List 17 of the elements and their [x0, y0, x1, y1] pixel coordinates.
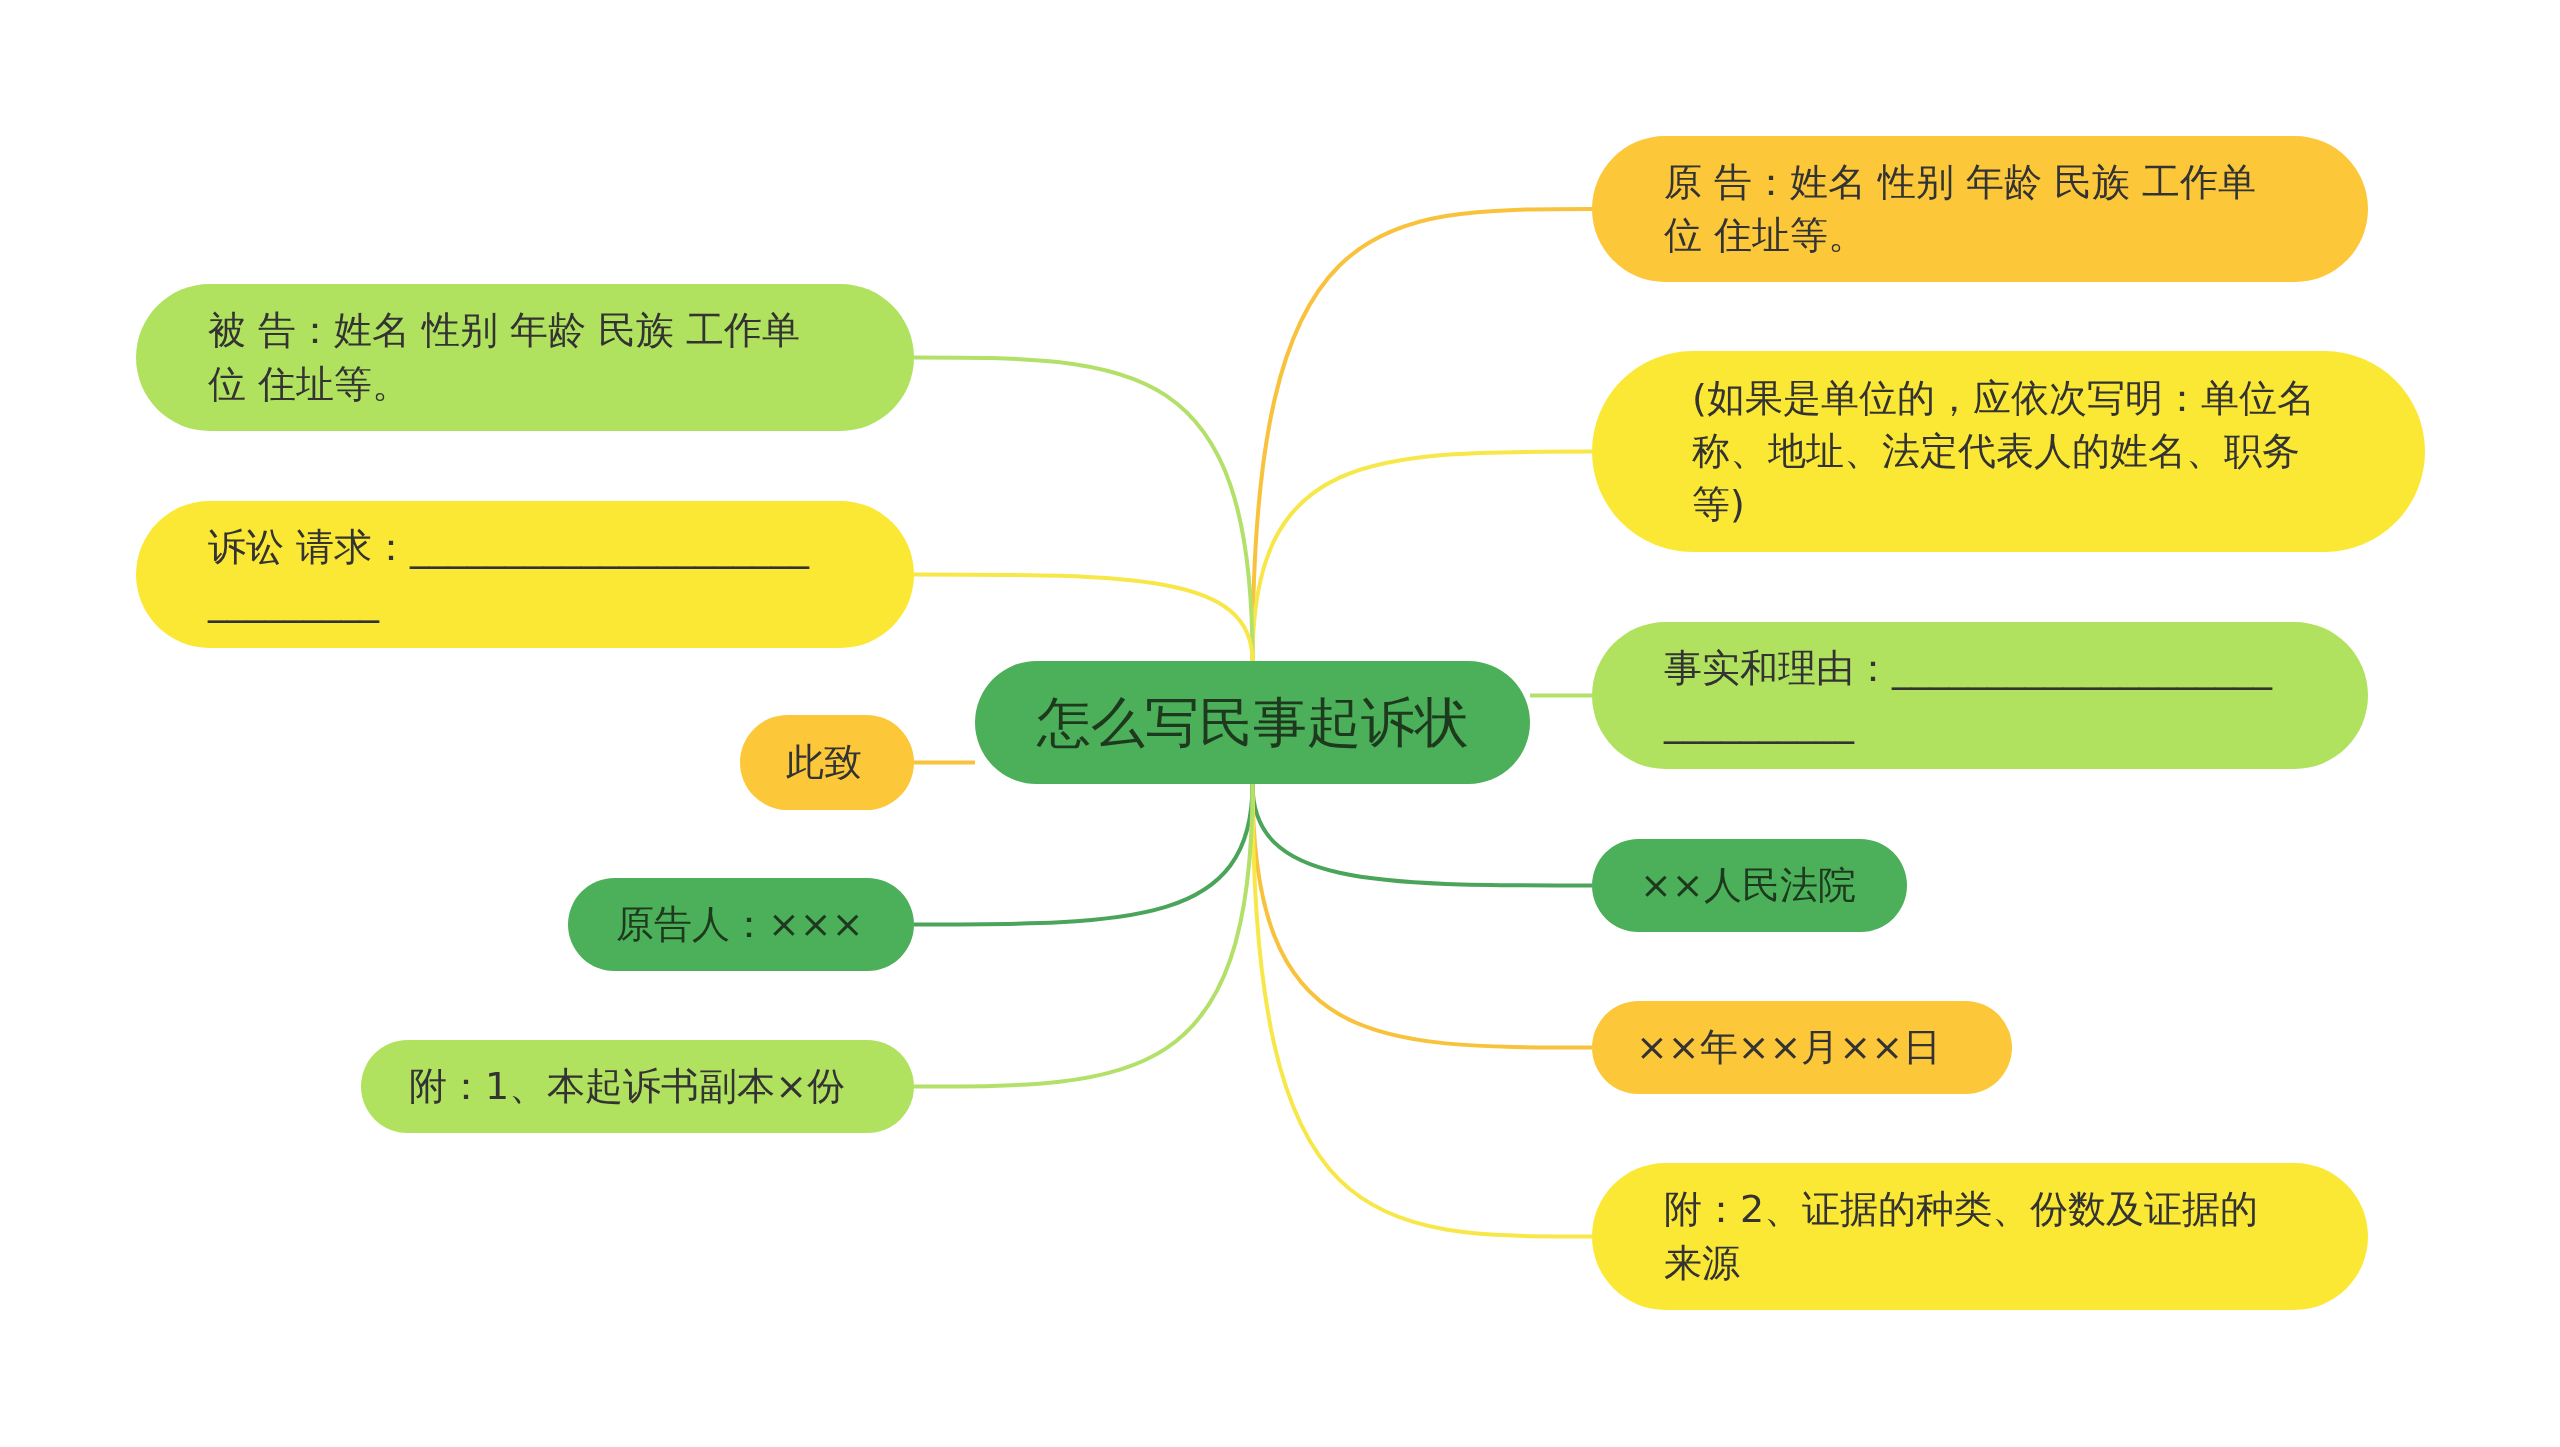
topic-text: 怎么写民事起诉状 [1036, 689, 1469, 756]
topic-text: 诉讼 请求：_____________________ _________ [208, 524, 811, 625]
connector-line [1250, 783, 1592, 1239]
topic-text: 事实和理由：____________________ __________ [1664, 645, 2274, 746]
topic-text: 附：2、证据的种类、份数及证据的来源 [1664, 1186, 2260, 1287]
topic-text: ××年××月××日 [1636, 1023, 1942, 1071]
topic-text: 被 告：姓名 性别 年龄 民族 工作单位 住址等。 [208, 307, 802, 408]
topic-text: ××人民法院 [1640, 861, 1856, 909]
topic-text: 原告人：××× [616, 900, 864, 948]
topic-text: (如果是单位的，应依次写明：单位名称、地址、法定代表人的姓名、职务等) [1692, 374, 2316, 529]
topic-text: 此致 [786, 738, 862, 786]
connector-line [1530, 693, 1592, 698]
topic-text: 原 告：姓名 性别 年龄 民族 工作单位 住址等。 [1664, 158, 2258, 259]
topic-text: 附：1、本起诉书副本×份 [409, 1062, 846, 1110]
connector-line [914, 760, 975, 765]
connector-line [1250, 449, 1592, 662]
connector-line [914, 572, 1255, 662]
